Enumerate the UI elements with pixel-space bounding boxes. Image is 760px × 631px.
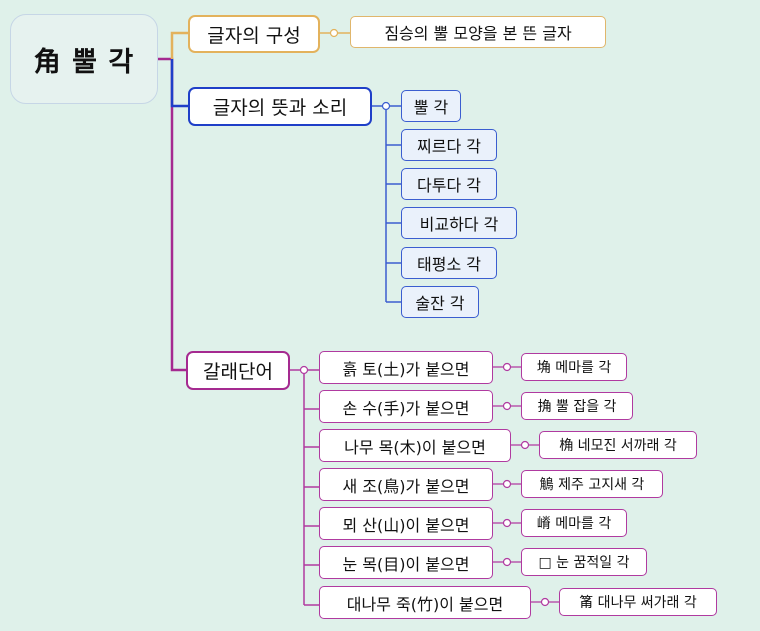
derived-item[interactable]: 새 조(鳥)가 붙으면 — [319, 468, 493, 501]
derived-word[interactable]: 鵤 제주 고지새 각 — [521, 470, 663, 498]
topic-derived-words[interactable]: 갈래단어 — [186, 351, 290, 390]
derived-word[interactable]: 筩 대나무 써가래 각 — [559, 588, 717, 616]
derived-word[interactable]: 桷 네모진 서까래 각 — [539, 431, 697, 459]
derived-word[interactable]: 捔 뿔 잡을 각 — [521, 392, 633, 420]
root-topic[interactable]: 角 뿔 각 — [10, 14, 158, 104]
meaning-connector — [170, 59, 188, 108]
derived-item[interactable]: 뫼 산(山)이 붙으면 — [319, 507, 493, 540]
meaning-item[interactable]: 찌르다 각 — [401, 129, 497, 161]
composition-connector — [170, 31, 188, 59]
derived-item[interactable]: 손 수(手)가 붙으면 — [319, 390, 493, 423]
root-connector — [158, 57, 186, 372]
meaning-items-connector — [372, 105, 401, 303]
meaning-item[interactable]: 비교하다 각 — [401, 207, 517, 239]
derived-word[interactable]: 埆 메마를 각 — [521, 353, 627, 381]
meaning-item[interactable]: 다투다 각 — [401, 168, 497, 200]
composition-detail[interactable]: 짐승의 뿔 모양을 본 뜬 글자 — [350, 16, 606, 48]
meaning-item[interactable]: 뿔 각 — [401, 90, 461, 122]
derived-word[interactable]: □ 눈 꿈적일 각 — [521, 548, 647, 576]
derived-item[interactable]: 눈 목(目)이 붙으면 — [319, 546, 493, 579]
derived-item[interactable]: 흙 토(土)가 붙으면 — [319, 351, 493, 384]
meaning-item[interactable]: 태평소 각 — [401, 247, 497, 279]
derived-word[interactable]: 嵴 메마를 각 — [521, 509, 627, 537]
topic-meaning-sound[interactable]: 글자의 뜻과 소리 — [188, 87, 372, 126]
derived-item[interactable]: 대나무 죽(竹)이 붙으면 — [319, 586, 531, 619]
derived-items-connector — [290, 369, 319, 606]
derived-item[interactable]: 나무 목(木)이 붙으면 — [319, 429, 511, 462]
meaning-item[interactable]: 술잔 각 — [401, 286, 479, 318]
topic-composition[interactable]: 글자의 구성 — [188, 15, 320, 53]
